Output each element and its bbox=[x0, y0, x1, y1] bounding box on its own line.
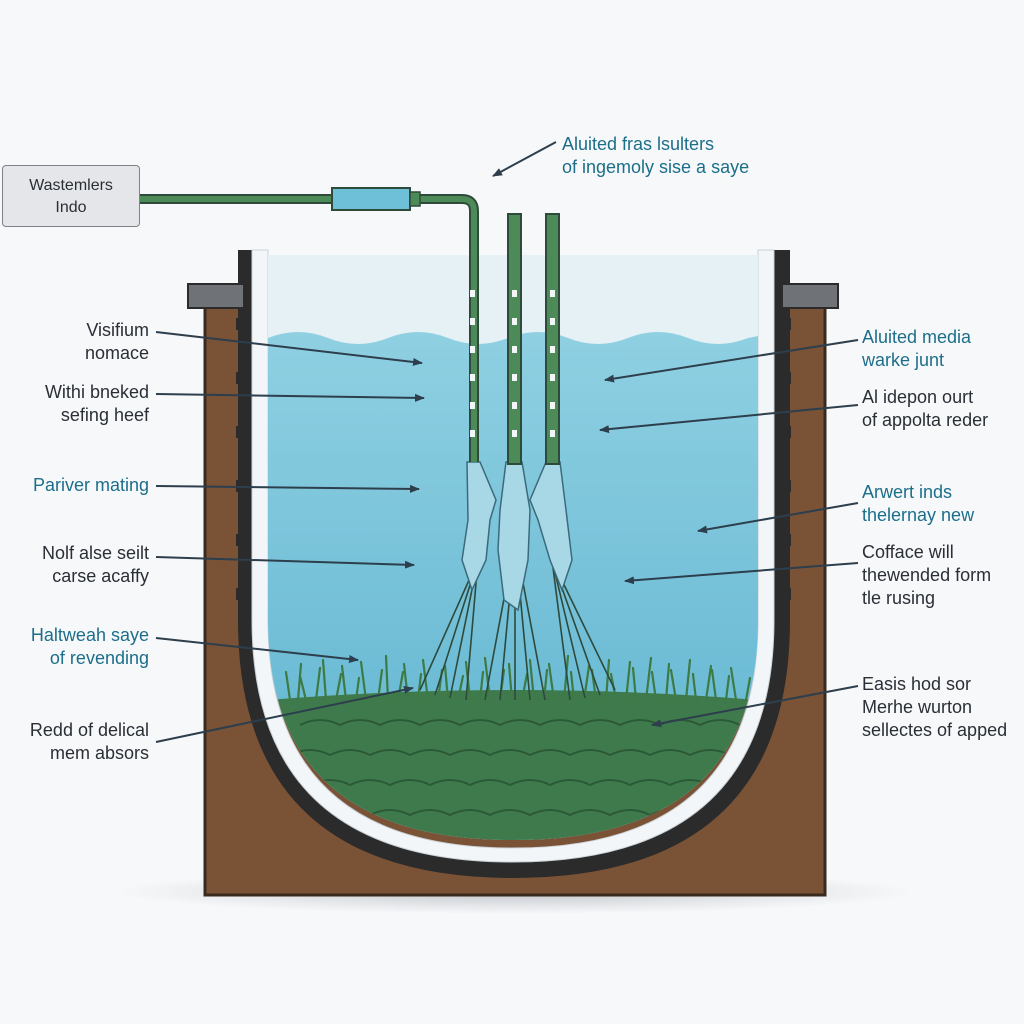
left-label-5-line-1: Haltweah saye bbox=[30, 625, 149, 645]
left-label-1-line-1: Visifium bbox=[86, 320, 149, 340]
left-label-2: Withi bneked sefing heef bbox=[45, 381, 149, 427]
top-callout-line bbox=[492, 141, 557, 177]
right-label-2: Al idepon ourt of appolta reder bbox=[862, 386, 988, 432]
top-label-line-2: of ingemoly sise a saye bbox=[562, 157, 750, 177]
left-label-6: Redd of delical mem absors bbox=[30, 719, 149, 765]
right-label-1: Aluited media warke junt bbox=[862, 326, 971, 372]
right-label-5-line-1: Easis hod sor bbox=[862, 674, 972, 694]
left-label-1-line-2: nomace bbox=[84, 343, 149, 363]
right-cap bbox=[781, 283, 839, 309]
vertical-pipes bbox=[470, 213, 560, 465]
right-label-3-line-2: thelernay new bbox=[862, 505, 975, 525]
left-cap bbox=[187, 283, 245, 309]
right-label-4-line-2: thewended form bbox=[862, 565, 992, 585]
left-label-5: Haltweah saye of revending bbox=[31, 624, 149, 670]
right-label-5: Easis hod sor Merhe wurton sellectes of … bbox=[862, 673, 1007, 742]
inlet-box-line-1: Wastemlers bbox=[29, 177, 113, 194]
left-label-3: Pariver mating bbox=[33, 474, 149, 497]
left-callout-line-5 bbox=[155, 637, 359, 664]
right-label-1-line-2: warke junt bbox=[862, 350, 945, 370]
right-callout-line-1 bbox=[604, 339, 859, 383]
left-label-4-line-2: carse acaffy bbox=[52, 566, 149, 586]
right-label-2-line-1: Al idepon ourt bbox=[862, 387, 974, 407]
tank-contents bbox=[268, 255, 758, 840]
right-label-4-line-3: tle rusing bbox=[862, 588, 936, 608]
callout-lines bbox=[155, 141, 859, 743]
left-label-4: Nolf alse seilt carse acaffy bbox=[42, 542, 149, 588]
right-callout-line-2 bbox=[599, 404, 859, 434]
gravel-media bbox=[268, 690, 758, 840]
diffuser-lines bbox=[419, 539, 616, 701]
left-label-6-line-1: Redd of delical bbox=[29, 720, 149, 740]
tank-liner bbox=[251, 249, 775, 863]
wastewater-inlet-box: Wastemlers Indo bbox=[2, 165, 140, 227]
flow-meter bbox=[331, 187, 411, 211]
left-callout-line-4 bbox=[155, 556, 415, 569]
left-callout-line-2 bbox=[155, 393, 425, 402]
right-label-1-line-1: Aluited media bbox=[862, 327, 972, 347]
left-callout-line-1 bbox=[155, 331, 423, 366]
right-callout-line-3 bbox=[697, 502, 859, 534]
top-label-line-1: Aluited fras lsulters bbox=[562, 134, 715, 154]
right-label-5-line-2: Merhe wurton bbox=[862, 697, 973, 717]
top-label: Aluited fras lsulters of ingemoly sise a… bbox=[562, 133, 749, 179]
right-label-2-line-2: of appolta reder bbox=[862, 410, 989, 430]
left-label-5-line-2: of revending bbox=[49, 648, 149, 668]
left-label-4-line-1: Nolf alse seilt bbox=[41, 543, 149, 563]
left-label-2-line-2: sefing heef bbox=[60, 405, 149, 425]
inlet-box-line-2: Indo bbox=[55, 199, 87, 216]
right-label-4-line-1: Cofface will bbox=[862, 542, 954, 562]
right-callout-line-4 bbox=[624, 562, 859, 585]
right-label-3: Arwert inds thelernay new bbox=[862, 481, 974, 527]
right-label-5-line-3: sellectes of apped bbox=[862, 720, 1008, 740]
right-label-3-line-1: Arwert inds bbox=[862, 482, 953, 502]
inlet-pipe bbox=[140, 187, 479, 462]
left-label-2-line-1: Withi bneked bbox=[44, 382, 149, 402]
left-label-6-line-2: mem absors bbox=[49, 743, 149, 763]
diffuser-plumes bbox=[461, 461, 573, 612]
left-label-3-line-1: Pariver mating bbox=[32, 475, 149, 495]
left-label-1: Visifium nomace bbox=[85, 319, 149, 365]
left-callout-line-3 bbox=[155, 484, 420, 493]
right-callout-line-5 bbox=[651, 685, 859, 728]
left-callout-line-6 bbox=[155, 685, 414, 743]
right-label-4: Cofface will thewended form tle rusing bbox=[862, 541, 991, 610]
